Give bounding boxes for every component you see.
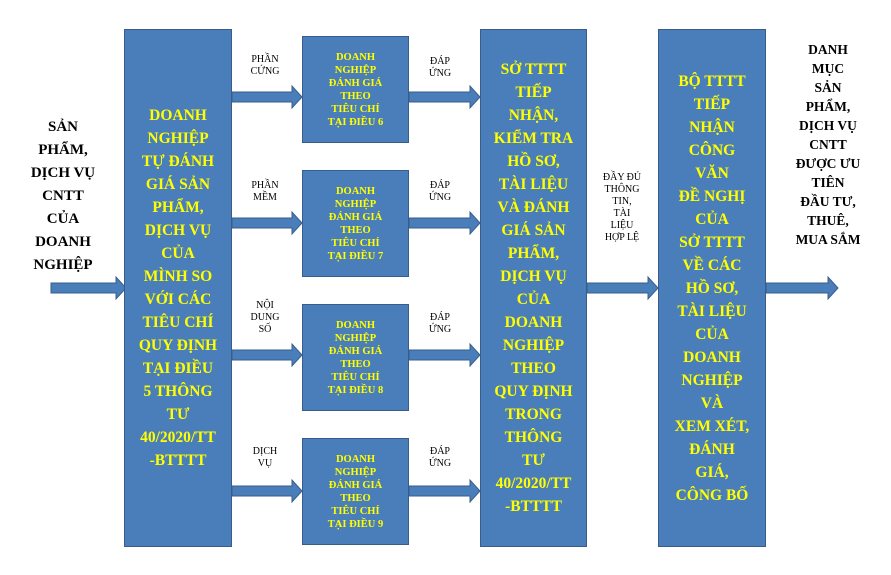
output-arrow: [765, 275, 839, 301]
department-text: SỞ TTTT TIẾP NHẬN, KIỂM TRA HỒ SƠ, TÀI L…: [493, 61, 574, 515]
branch-arrow-3: [231, 342, 303, 368]
evaluation-box-article-6: DOANH NGHIỆP ĐÁNH GIÁ THEO TIÊU CHÍ TẠI …: [302, 36, 409, 143]
evaluation-text-article-6: DOANH NGHIỆP ĐÁNH GIÁ THEO TIÊU CHÍ TẠI …: [327, 51, 384, 128]
self-assessment-text: DOANH NGHIỆP TỰ ĐÁNH GIÁ SẢN PHẨM, DỊCH …: [138, 107, 218, 469]
department-box: SỞ TTTT TIẾP NHẬN, KIỂM TRA HỒ SƠ, TÀI L…: [480, 29, 587, 547]
result-arrow-2: [408, 210, 481, 236]
result-arrow-3: [408, 342, 481, 368]
category-label-hardware: PHẦN CỨNG: [250, 54, 280, 77]
ministry-text: BỘ TTTT TIẾP NHẬN CÔNG VĂN ĐỀ NGHỊ CỦA S…: [674, 72, 750, 504]
ministry-box: BỘ TTTT TIẾP NHẬN CÔNG VĂN ĐỀ NGHỊ CỦA S…: [658, 29, 766, 547]
evaluation-text-article-9: DOANH NGHIỆP ĐÁNH GIÁ THEO TIÊU CHÍ TẠI …: [327, 453, 384, 530]
category-label-digital-content: NỘI DUNG SỐ: [250, 300, 280, 335]
category-label-software: PHẦN MỀM: [251, 180, 279, 203]
result-arrow-1: [408, 84, 481, 110]
evaluation-box-article-9: DOANH NGHIỆP ĐÁNH GIÁ THEO TIÊU CHÍ TẠI …: [302, 438, 409, 545]
branch-arrow-2: [231, 210, 303, 236]
branch-arrow-4: [231, 478, 303, 504]
branch-arrow-1: [231, 84, 303, 110]
result-label-3: ĐÁP ỨNG: [428, 312, 452, 335]
self-assessment-box: DOANH NGHIỆP TỰ ĐÁNH GIÁ SẢN PHẨM, DỊCH …: [124, 29, 232, 547]
evaluation-text-article-7: DOANH NGHIỆP ĐÁNH GIÁ THEO TIÊU CHÍ TẠI …: [327, 185, 384, 262]
input-label: SẢN PHẨM, DỊCH VỤ CNTT CỦA DOANH NGHIỆP: [30, 119, 96, 273]
result-label-4: ĐÁP ỨNG: [428, 446, 452, 469]
result-label-2: ĐÁP ỨNG: [428, 180, 452, 203]
evaluation-box-article-8: DOANH NGHIỆP ĐÁNH GIÁ THEO TIÊU CHÍ TẠI …: [302, 304, 409, 411]
output-label: DANH MỤC SẢN PHẨM, DỊCH VỤ CNTT ĐƯỢC ƯU …: [795, 42, 861, 247]
transfer-arrow: [586, 275, 659, 301]
category-label-service: DỊCH VỤ: [252, 446, 278, 469]
transfer-label: ĐẦY ĐỦ THÔNG TIN, TÀI LIỆU HỢP LỆ: [602, 172, 642, 243]
result-label-1: ĐÁP ỨNG: [428, 56, 452, 79]
evaluation-box-article-7: DOANH NGHIỆP ĐÁNH GIÁ THEO TIÊU CHÍ TẠI …: [302, 170, 409, 277]
input-arrow: [50, 275, 127, 301]
result-arrow-4: [408, 478, 481, 504]
evaluation-text-article-8: DOANH NGHIỆP ĐÁNH GIÁ THEO TIÊU CHÍ TẠI …: [327, 319, 384, 396]
